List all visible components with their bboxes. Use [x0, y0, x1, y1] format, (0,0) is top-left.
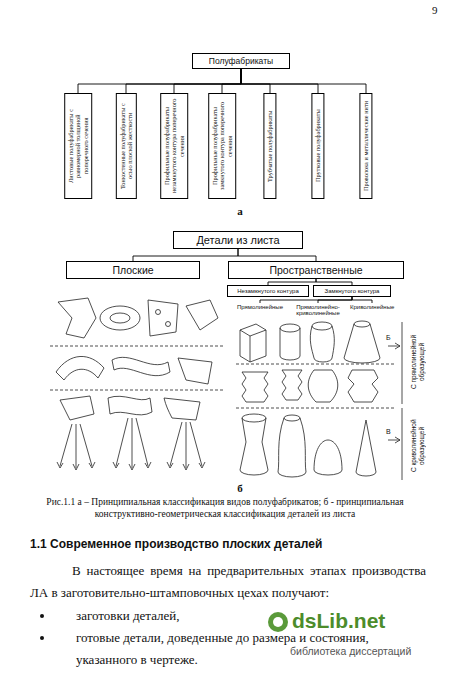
category-box: Профильные полуфабрикаты незамкнутого ко… — [160, 93, 188, 199]
bracket-line — [402, 322, 403, 480]
top-ellipse — [284, 415, 300, 421]
node-text: Проволока и металлические нити — [362, 97, 369, 195]
cylinder-top — [280, 324, 300, 332]
tree-connector — [260, 297, 352, 303]
shell-part — [310, 326, 334, 362]
cone-part — [356, 420, 376, 476]
plate-hole — [156, 310, 161, 315]
class-box: Плоские — [66, 261, 200, 279]
figure-letter: б — [232, 482, 248, 494]
vase-part — [278, 418, 306, 477]
watermark: dsLib.net — [292, 609, 442, 633]
figure-letter: а — [232, 205, 248, 217]
watermark-logo — [268, 612, 288, 632]
hourglass-part — [240, 418, 268, 475]
ring-hole — [110, 313, 130, 323]
barrel-part — [308, 370, 338, 402]
type-label: Прямолинейные — [235, 303, 285, 311]
spatial-parts — [236, 321, 402, 480]
node-text: Листовые полуфабрикаты с равномерной тол… — [67, 97, 89, 195]
tree-connector — [222, 69, 241, 93]
cone-part — [344, 324, 380, 363]
category-box: Тонкостенные полуфабрикаты с осью плоско… — [116, 93, 137, 199]
flat-parts — [50, 298, 225, 470]
node-text: Полуфабрикаты — [197, 56, 285, 66]
paragraph: В настоящее время на предварительных эта… — [30, 560, 426, 604]
root-box: Полуфабрикаты — [192, 53, 290, 69]
curved-strip — [56, 356, 104, 380]
type-label: Прямолинейно-криволинейные — [292, 303, 344, 317]
page-number: 9 — [432, 4, 446, 16]
dashed-line — [50, 346, 225, 347]
tree-connector — [238, 249, 316, 261]
dashed-line — [50, 390, 225, 391]
top-ellipse — [242, 414, 266, 422]
arrow-letter: В — [386, 428, 396, 435]
dashed-line — [236, 364, 394, 408]
watermark: библиотека диссертаций — [290, 645, 445, 657]
bracket-part — [58, 298, 96, 338]
flat-part — [108, 396, 152, 415]
type-label: Криволинейные — [348, 303, 396, 311]
tree-connector — [126, 69, 241, 93]
flat-part — [186, 300, 218, 330]
subclass-box: Замкнутого контура — [313, 285, 391, 297]
subclass-box: Незамкнутого контура — [227, 285, 309, 297]
bullet-dot — [40, 636, 44, 640]
node-text: Замкнутого контура — [318, 288, 386, 294]
category-box: Трубчатые полуфабрикаты — [263, 93, 276, 199]
plate-hole — [166, 322, 171, 327]
category-box: Листовые полуфабрикаты с равномерной тол… — [64, 93, 92, 199]
tree-connector — [352, 297, 372, 303]
prism-part — [240, 324, 266, 362]
ring-part — [100, 306, 140, 330]
class-box: Пространственные — [228, 261, 404, 279]
node-text: Незамкнутого контура — [232, 288, 304, 294]
group-label: С криволинейной образующей — [410, 408, 425, 484]
node-text: Трубчатые полуфабрикаты — [266, 97, 273, 195]
node-text: Прямолинейно-криволинейные — [294, 304, 342, 316]
node-text: Пространственные — [233, 264, 399, 276]
section-heading: 1.1 Современное производство плоских дет… — [30, 537, 430, 551]
corrugated-part — [282, 370, 302, 400]
root-box: Детали из листа — [173, 231, 303, 249]
node-text: Детали из листа — [178, 234, 298, 246]
node-text: Криволинейные — [350, 304, 394, 310]
node-text: Прямолинейные — [237, 304, 283, 310]
figure-caption: Рис.1.1 а – Принципиальная классификация… — [28, 497, 422, 520]
tree-connector — [133, 249, 238, 261]
cone-top — [354, 321, 370, 327]
tree-connector — [241, 69, 270, 93]
tree-connector — [78, 69, 241, 93]
dome-part — [314, 440, 342, 475]
plate-part — [148, 300, 178, 336]
arrow-letter: Б — [386, 334, 396, 341]
node-text: Профильные полуфабрикаты замкнутого конт… — [211, 97, 233, 195]
arrowheads — [57, 462, 205, 470]
tree-connector — [241, 69, 366, 93]
tree-connector — [318, 297, 352, 303]
flat-part — [164, 398, 200, 420]
cylinder-top — [312, 322, 332, 330]
flat-part — [178, 358, 212, 384]
fan-lines — [60, 418, 202, 468]
tree-connector — [174, 69, 241, 93]
curved-strip — [112, 357, 170, 375]
category-box: Профильные полуфабрикаты замкнутого конт… — [208, 93, 236, 199]
node-text: Тонкостенные полуфабрикаты с осью плоско… — [119, 97, 134, 195]
node-text: Плоские — [71, 264, 195, 276]
tree-connector — [241, 69, 318, 93]
category-box: Проволока и металлические нити — [359, 93, 372, 199]
corrugated-part — [348, 370, 378, 402]
bullet-dot — [40, 614, 44, 618]
node-text: Профильные полуфабрикаты незамкнутого ко… — [163, 97, 185, 195]
group-label: С прямолинейной образующей — [410, 318, 425, 406]
category-box: Прутковые полуфабрикаты — [311, 93, 324, 199]
node-text: Прутковые полуфабрикаты — [314, 97, 321, 195]
flat-part — [60, 396, 94, 420]
corrugated-part — [242, 372, 268, 402]
cylinder-part — [280, 328, 300, 360]
